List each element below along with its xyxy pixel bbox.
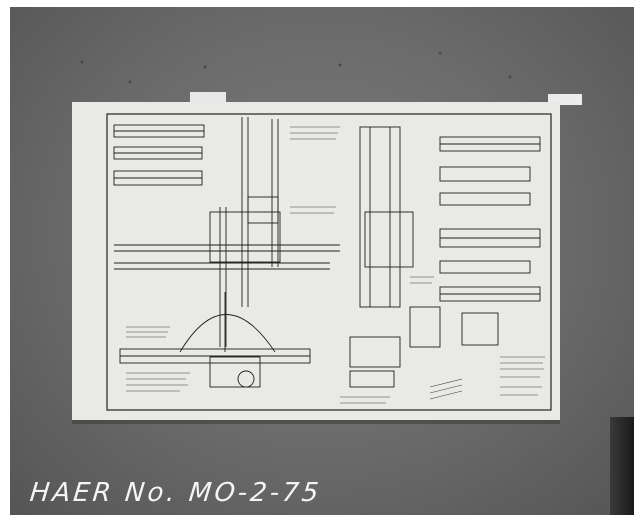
drawing-sheet [72,51,582,424]
tape-right [548,94,582,105]
sheet-shadow [72,420,560,424]
annotation-scribbles [126,126,545,404]
sheet-border [106,113,552,411]
photo-caption: HAER No. MO-2-75 [28,478,323,508]
wall-pins [80,51,512,84]
tape-left [190,92,226,102]
corner-shadow [610,417,634,515]
photograph [10,7,634,515]
blueprint-linework [113,117,541,388]
